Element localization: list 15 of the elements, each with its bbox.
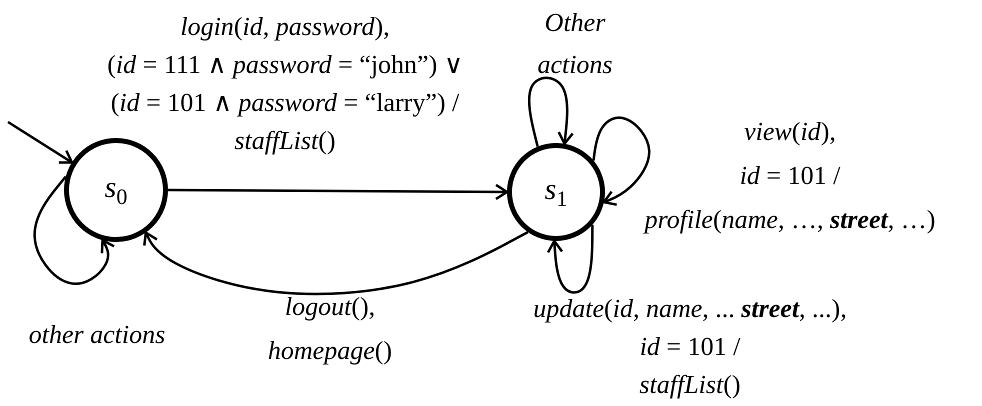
edge-label: login(id, password), (id = 111 ∧ password = “john”) ∨ (id = 101 ∧ password = “larry”) / staffList() [106,11,464,157]
edge-label: view(id), id = 101 / profile(name, …, street, …) [642,116,936,236]
transition-arrow [546,224,594,294]
edge-label: update(id, name, ... street, ...), id = 101 / staffList() [532,293,848,401]
transition-arrow [143,231,528,296]
transition-arrow [592,116,650,206]
state-name: s$_{1}$ [544,174,568,210]
transition-arrow [168,184,508,200]
transition-arrow [528,76,574,147]
transition-arrow [7,120,74,164]
edge-label: logout(), homepage() [266,291,394,367]
state-name: s$_{0}$ [104,172,128,208]
edge-label: Other actions [536,7,614,81]
edge-label: other actions [28,319,166,351]
transition-arrow [33,176,116,285]
